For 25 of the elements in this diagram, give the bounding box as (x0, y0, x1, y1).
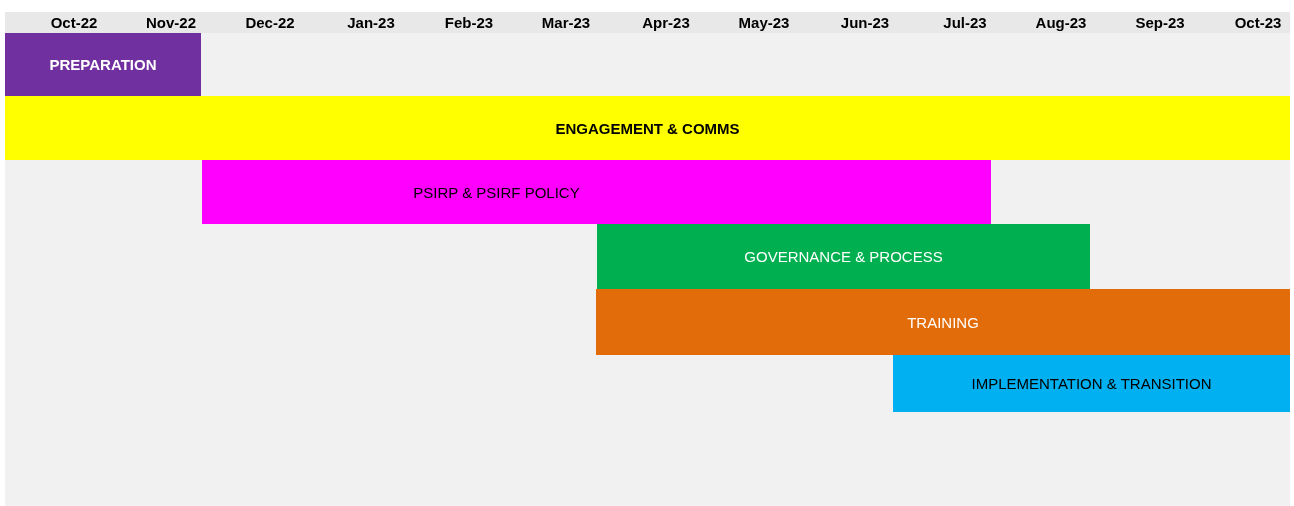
month-label: Dec-22 (245, 14, 295, 31)
month-label: Sep-23 (1135, 14, 1185, 31)
bar-label: ENGAGEMENT & COMMS (555, 119, 740, 137)
bar-label: PSIRP & PSIRF POLICY (413, 183, 580, 201)
month-label: Apr-23 (642, 14, 690, 31)
timeline-bar (5, 33, 201, 96)
month-label: Nov-22 (146, 14, 196, 31)
month-label: Jun-23 (840, 14, 890, 31)
month-label: Feb-23 (444, 14, 494, 31)
bar-label: IMPLEMENTATION & TRANSITION (971, 375, 1212, 392)
month-label: Aug-23 (1035, 14, 1087, 31)
timeline-bar (5, 96, 1290, 160)
month-label: Oct-22 (50, 14, 98, 31)
month-label: Jul-23 (943, 14, 987, 31)
bar-label: TRAINING (907, 313, 979, 331)
bar-label: GOVERNANCE & PROCESS (744, 248, 943, 265)
timeline-bar (202, 160, 991, 224)
timeline-bar (597, 224, 1090, 289)
bar-label: PREPARATION (49, 56, 157, 73)
timeline-bar (893, 355, 1290, 412)
month-label: Jan-23 (347, 14, 395, 31)
month-label: Mar-23 (541, 14, 591, 31)
month-label: May-23 (738, 14, 790, 31)
timeline-bar (596, 289, 1290, 355)
month-label: Oct-23 (1234, 14, 1282, 31)
